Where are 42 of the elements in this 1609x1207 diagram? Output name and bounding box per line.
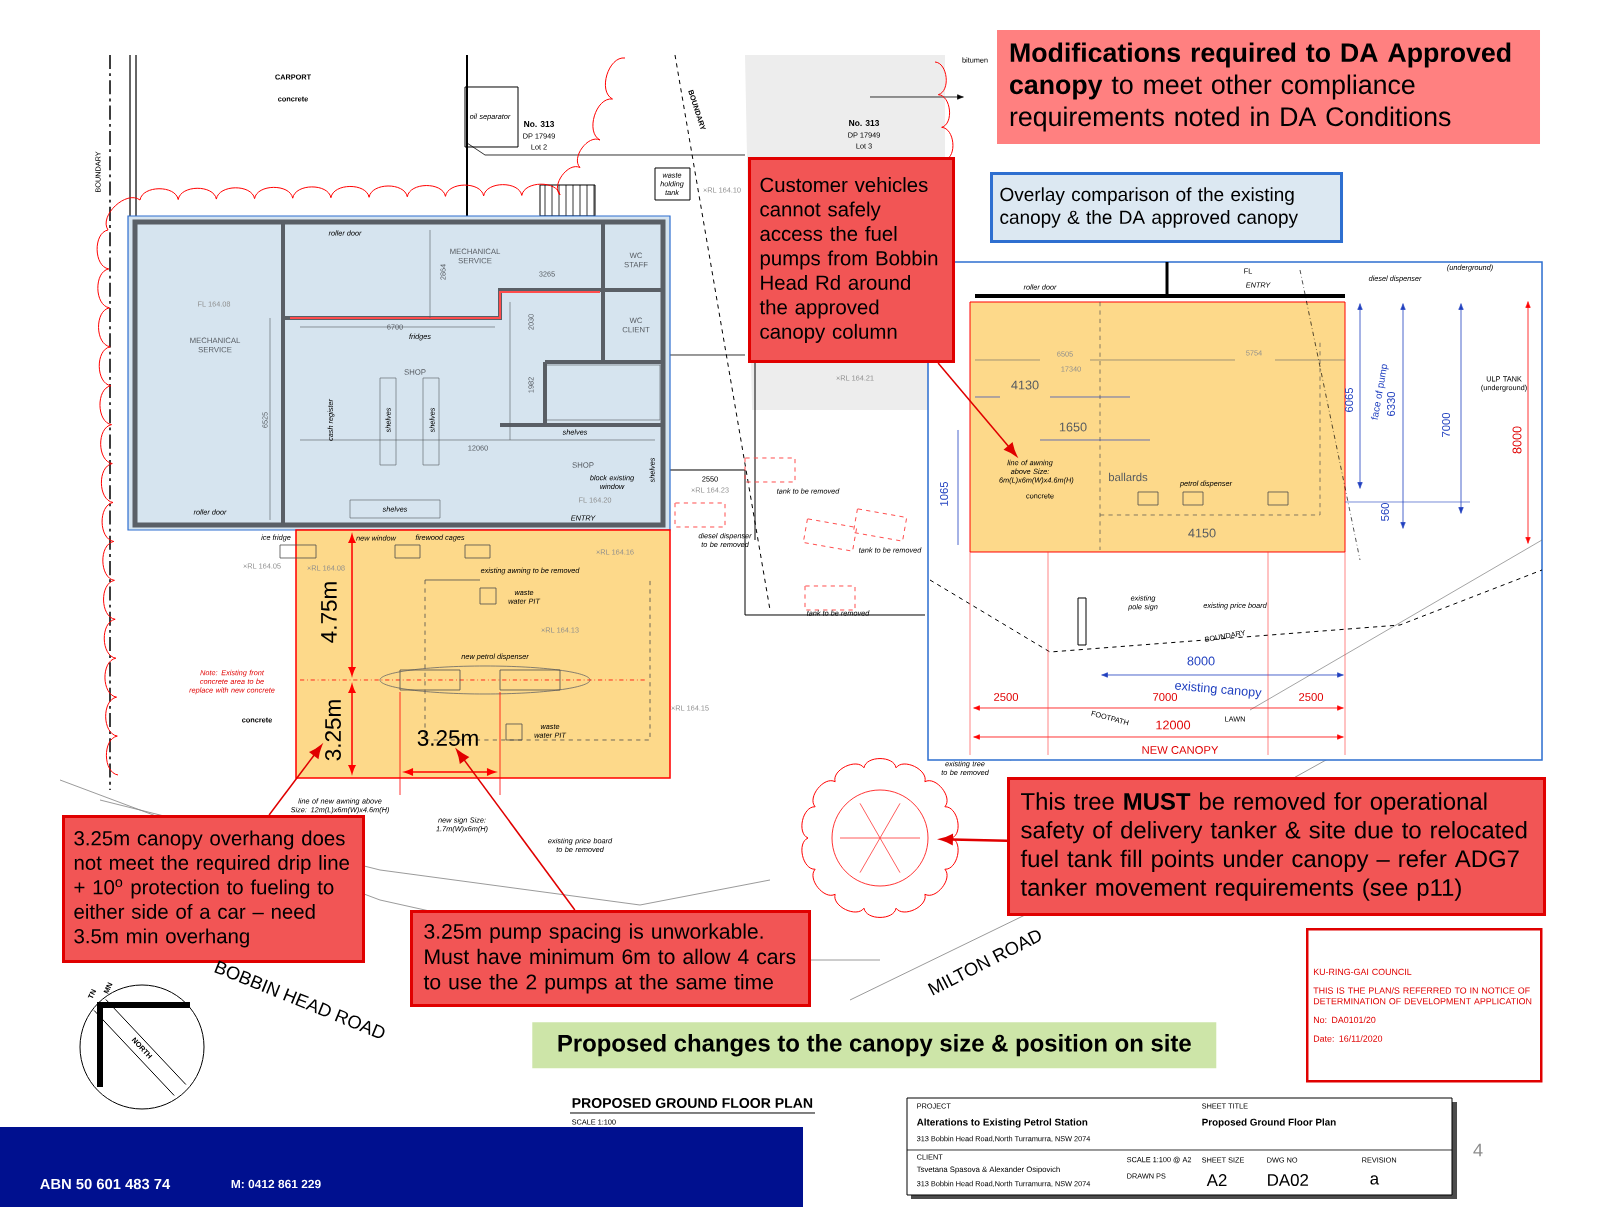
callout-box: Customer vehicles cannot safely access the fuel pumps from Bobbin Head Rd around the approved canopy column: [748, 157, 955, 363]
footer-text: M: 0412 861 229: [231, 1179, 321, 1189]
dimension-label: 4130: [1011, 380, 1039, 390]
callout-box: Modifications required to DA Approved canopy to meet other compliance requirements noted in DA Conditions: [997, 30, 1540, 144]
title-block-text: DA02: [1268, 1174, 1309, 1186]
title-block-text: A2: [1206, 1174, 1227, 1186]
dimension-label: 6065: [1345, 387, 1353, 412]
page-number: 4: [1473, 1143, 1483, 1157]
title-block-text: Proposed Ground Floor Plan: [1202, 1118, 1336, 1128]
dimension-label: 8000: [1187, 656, 1215, 666]
dimension-label: 7000: [1153, 693, 1178, 701]
leader-arrow: [940, 834, 1008, 845]
dimension-label: 6330: [1387, 391, 1395, 416]
dimension-label: 2500: [1299, 693, 1324, 701]
dimension-label: 4.75m: [321, 582, 337, 643]
dimension-label: 2500: [994, 693, 1019, 701]
dimension-label: 1650: [1059, 422, 1087, 432]
leader-arrow: [268, 744, 323, 816]
tree-drawing: [831, 789, 929, 887]
dimension-label: 8000: [1512, 426, 1522, 454]
caption-banner: Proposed changes to the canopy size & position on site: [532, 1022, 1217, 1069]
plan-label: No. 313: [849, 120, 880, 126]
title-block-text: PROPOSED GROUND FLOOR PLAN: [572, 1098, 813, 1108]
leader-arrow: [456, 749, 576, 911]
dimension-label: 1065: [940, 481, 948, 506]
dimension-label: 3.25m: [417, 730, 478, 746]
note-box: Overlay comparison of the existing canopy & the DA approved canopy: [990, 172, 1343, 243]
plan-label: No. 313: [524, 121, 555, 127]
title-block-text: Alterations to Existing Petrol Station: [916, 1118, 1088, 1128]
plan-label: NEW CANOPY: [1142, 746, 1219, 754]
footer-text: ABN 50 601 483 74: [40, 1178, 171, 1190]
dimension-label: 560: [1381, 503, 1389, 521]
leader-arrow: [937, 362, 1018, 457]
dimension-label: 7000: [1442, 412, 1450, 437]
title-block-text: a: [1370, 1175, 1380, 1185]
dimension-label: 4150: [1188, 528, 1216, 538]
callout-box: 3.25m pump spacing is unworkable. Must have minimum 6m to allow 4 cars to use the 2 pumps at the same time: [410, 910, 811, 1007]
callout-box: This tree MUST be removed for operational safety of delivery tanker & site due to relocated fuel tank fill points under canopy – refer ADG7 tanker movement requirements (see p11): [1007, 777, 1546, 916]
plan-label: ballards: [1109, 472, 1148, 482]
dimension-label: 12000: [1156, 720, 1191, 730]
approval-stamp: KU-RING-GAI COUNCIL THIS IS THE PLAN/S REFERRED TO IN NOTICE OF DETERMINATION OF DEVELOPMENT APPLICATION No: DA0101/20 Date: 16/11/2020: [1306, 928, 1543, 1083]
dimension-label: 3.25m: [325, 700, 341, 761]
